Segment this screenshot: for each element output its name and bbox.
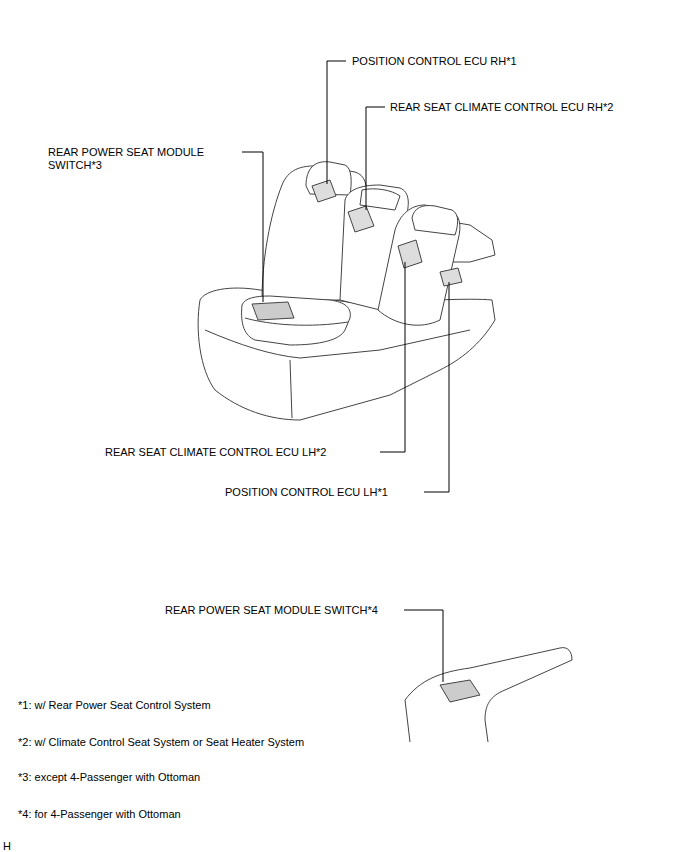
figure-code: H	[3, 840, 11, 852]
part-label: POSITION CONTROL ECU RH*1	[352, 55, 517, 68]
part-label: REAR POWER SEAT MODULE SWITCH*3	[48, 146, 233, 172]
footnote: *4: for 4-Passenger with Ottoman	[18, 808, 181, 821]
part-label: REAR SEAT CLIMATE CONTROL ECU LH*2	[105, 446, 326, 459]
part-label: REAR SEAT CLIMATE CONTROL ECU RH*2	[390, 101, 613, 114]
footnote: *2: w/ Climate Control Seat System or Se…	[18, 736, 304, 749]
footnote: *3: except 4-Passenger with Ottoman	[18, 771, 200, 784]
part-label: REAR POWER SEAT MODULE SWITCH*4	[165, 604, 378, 617]
footnote: *1: w/ Rear Power Seat Control System	[18, 699, 211, 712]
part-label: POSITION CONTROL ECU LH*1	[225, 486, 388, 499]
